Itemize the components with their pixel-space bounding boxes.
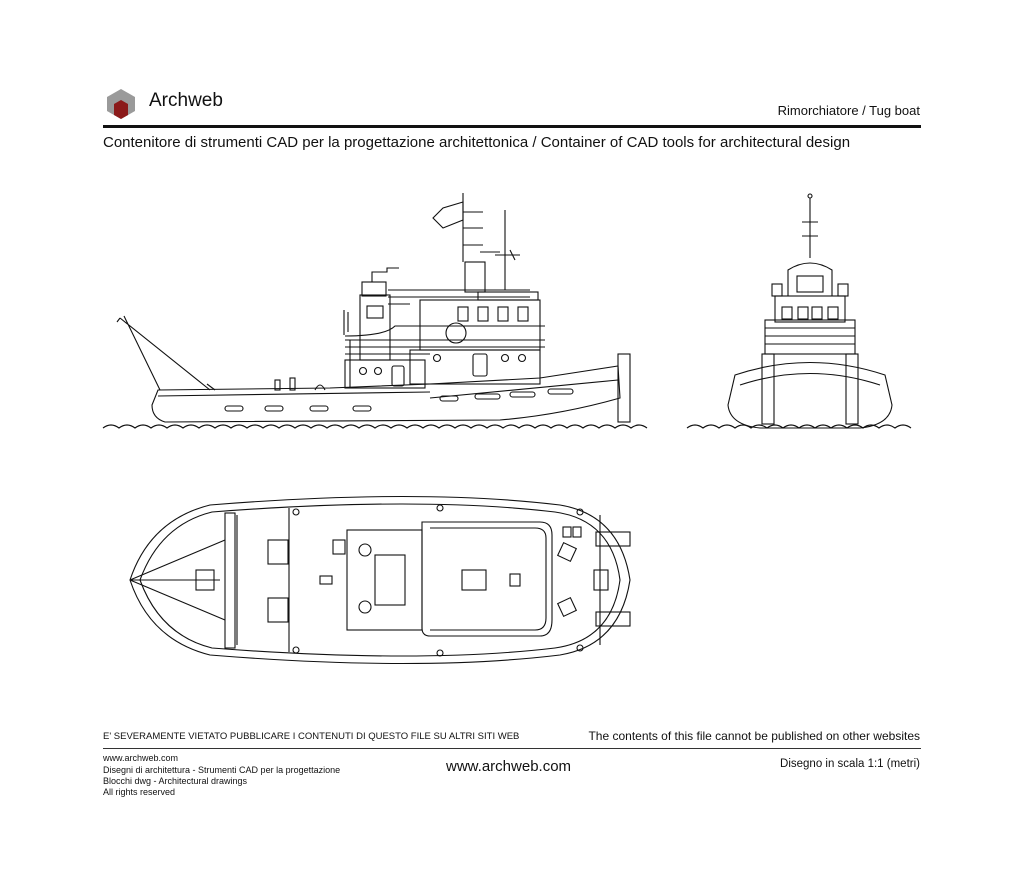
waterline xyxy=(102,424,648,429)
logo-text: Archweb xyxy=(149,90,223,111)
side-elevation-view xyxy=(102,193,648,429)
front-elevation-view xyxy=(686,193,912,429)
footer-line: Disegni di architettura - Strumenti CAD … xyxy=(103,765,341,775)
plan-view xyxy=(129,495,631,665)
document-title: Rimorchiatore / Tug boat xyxy=(777,103,920,118)
site-url: www.archweb.com xyxy=(446,758,572,775)
warning-english: The contents of this file cannot be publ… xyxy=(588,729,920,743)
header-divider xyxy=(103,125,921,128)
archweb-logo-icon xyxy=(107,89,135,119)
subtitle: Contenitore di strumenti CAD per la prog… xyxy=(103,134,851,151)
fender-right xyxy=(845,353,859,425)
bow-fender xyxy=(617,353,631,423)
footer-divider xyxy=(103,748,921,749)
warning-italian: E' SEVERAMENTE VIETATO PUBBLICARE I CONT… xyxy=(103,731,520,742)
crane-arm xyxy=(116,315,216,391)
footer-line: www.archweb.com xyxy=(103,753,179,763)
fender-left xyxy=(761,353,775,425)
railing xyxy=(344,289,545,388)
footer-line: All rights reserved xyxy=(103,787,176,797)
flag xyxy=(432,201,464,229)
scale-note: Disegno in scala 1:1 (metri) xyxy=(780,758,920,770)
footer-line: Blocchi dwg - Architectural drawings xyxy=(103,776,248,786)
hull xyxy=(151,365,621,423)
